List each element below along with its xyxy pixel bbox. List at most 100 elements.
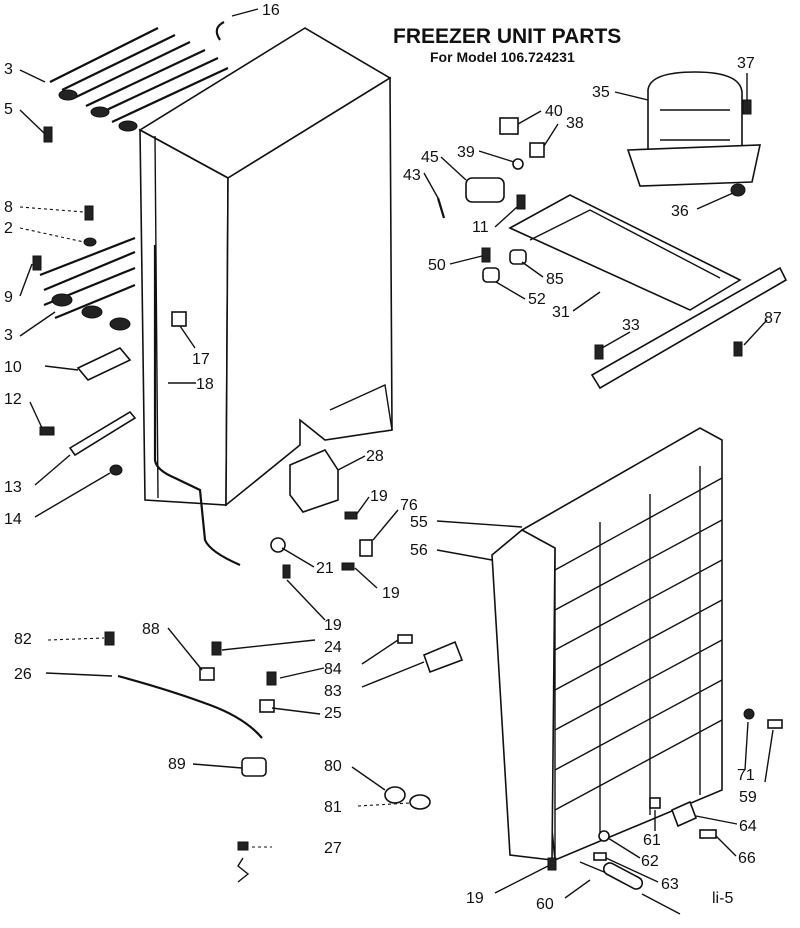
screw-33-part (594, 344, 604, 360)
callout-52: 52 (528, 291, 546, 308)
callout-14: 14 (4, 511, 22, 528)
callout-11: 11 (472, 219, 489, 236)
callout-33: 33 (622, 317, 640, 334)
callout-35: 35 (592, 84, 610, 101)
compressor-35 (626, 71, 761, 187)
corner-note: li-5 (712, 890, 733, 907)
screw-19a-part (344, 511, 358, 520)
callout-8: 8 (4, 199, 13, 216)
drier-60-part (579, 861, 681, 915)
clip-17-part (171, 311, 187, 327)
callout-45: 45 (421, 149, 439, 166)
callout-25: 25 (324, 705, 342, 722)
callout-55: 55 (410, 514, 428, 531)
callout-87: 87 (764, 310, 782, 327)
screw-19c-part (282, 564, 291, 579)
drier-64-part (670, 800, 698, 828)
rail-13-part (68, 410, 137, 457)
screw-87b-part (733, 341, 743, 357)
callout-82: 82 (14, 631, 32, 648)
clip-61-part (649, 797, 661, 809)
callout-3a: 3 (4, 61, 13, 78)
screw-66-part (699, 829, 717, 839)
capacitor-45-part (465, 177, 505, 203)
drain-tube-18 (153, 245, 241, 567)
screw-5-part (43, 126, 53, 143)
callout-38: 38 (566, 115, 584, 132)
screw-19b-part (341, 562, 355, 571)
callout-16: 16 (262, 2, 280, 19)
bracket-43-part (436, 197, 446, 219)
callout-85: 85 (546, 271, 564, 288)
grommet-36-part (730, 183, 746, 197)
upper-shelf-coils (49, 27, 229, 132)
callout-64: 64 (739, 818, 757, 835)
callout-40: 40 (545, 103, 563, 120)
diagram-title: FREEZER UNIT PARTS (393, 25, 621, 48)
fastener-27-part (237, 841, 250, 883)
callout-19b: 19 (382, 585, 400, 602)
callout-2: 2 (4, 220, 13, 237)
callout-60: 60 (536, 896, 554, 913)
plug-89-part (241, 757, 267, 777)
clip-25-part (259, 699, 275, 713)
rail-87-part (590, 266, 788, 390)
callout-5: 5 (4, 101, 13, 118)
clamp-21-part (270, 537, 286, 553)
grommet-80-part (384, 786, 406, 804)
callout-36: 36 (671, 203, 689, 220)
clip-88-part (199, 667, 215, 681)
callout-81: 81 (324, 799, 342, 816)
screw-11-part (516, 194, 526, 210)
condenser-55 (521, 427, 723, 862)
callout-31: 31 (552, 304, 570, 321)
callout-39: 39 (457, 144, 475, 161)
overload-38-part (529, 142, 545, 158)
diagram-subtitle: For Model 106.724231 (430, 49, 575, 65)
callout-19a: 19 (370, 488, 388, 505)
grommet-81-part (409, 794, 431, 810)
callout-18: 18 (196, 376, 214, 393)
block-83-part (422, 640, 464, 674)
callout-63: 63 (661, 876, 679, 893)
callout-88: 88 (142, 621, 160, 638)
callout-26: 26 (14, 666, 32, 683)
callout-24: 24 (324, 639, 342, 656)
callout-59: 59 (739, 789, 757, 806)
relay-40-part (499, 117, 519, 135)
callout-37: 37 (737, 55, 755, 72)
callout-80: 80 (324, 758, 342, 775)
callout-61: 61 (643, 832, 661, 849)
cover-28-part (289, 448, 339, 513)
clip-63-part (593, 852, 607, 861)
callout-10: 10 (4, 359, 22, 376)
callout-43: 43 (403, 167, 421, 184)
power-cord-26 (117, 674, 263, 739)
callout-19d: 19 (466, 890, 484, 907)
nut-14-part (109, 464, 123, 476)
callout-21: 21 (316, 560, 334, 577)
leader-lines (19, 8, 774, 899)
callout-62: 62 (641, 853, 659, 870)
hook-16-part (215, 21, 225, 41)
bracket-10-part (76, 347, 132, 381)
clip-76-part (359, 539, 373, 557)
screw-19d-part (547, 857, 557, 871)
callout-19c: 19 (324, 617, 342, 634)
clip-62-part (598, 830, 610, 842)
freezer-cabinet (138, 27, 393, 567)
callout-12: 12 (4, 391, 22, 408)
grommet-52-part (482, 267, 500, 283)
grommet-85-part (509, 249, 527, 265)
shroud-56 (491, 529, 556, 861)
screw-19e-part (266, 671, 277, 686)
callout-89: 89 (168, 756, 186, 773)
screw-50-part (481, 247, 491, 263)
middle-shelf-coils (39, 236, 136, 331)
clip-71-part (743, 708, 755, 720)
screw-24-part (211, 641, 222, 656)
screw-82-part (104, 631, 115, 646)
screw-9-part (32, 255, 42, 271)
callout-50: 50 (428, 257, 446, 274)
callout-3b: 3 (4, 327, 13, 344)
